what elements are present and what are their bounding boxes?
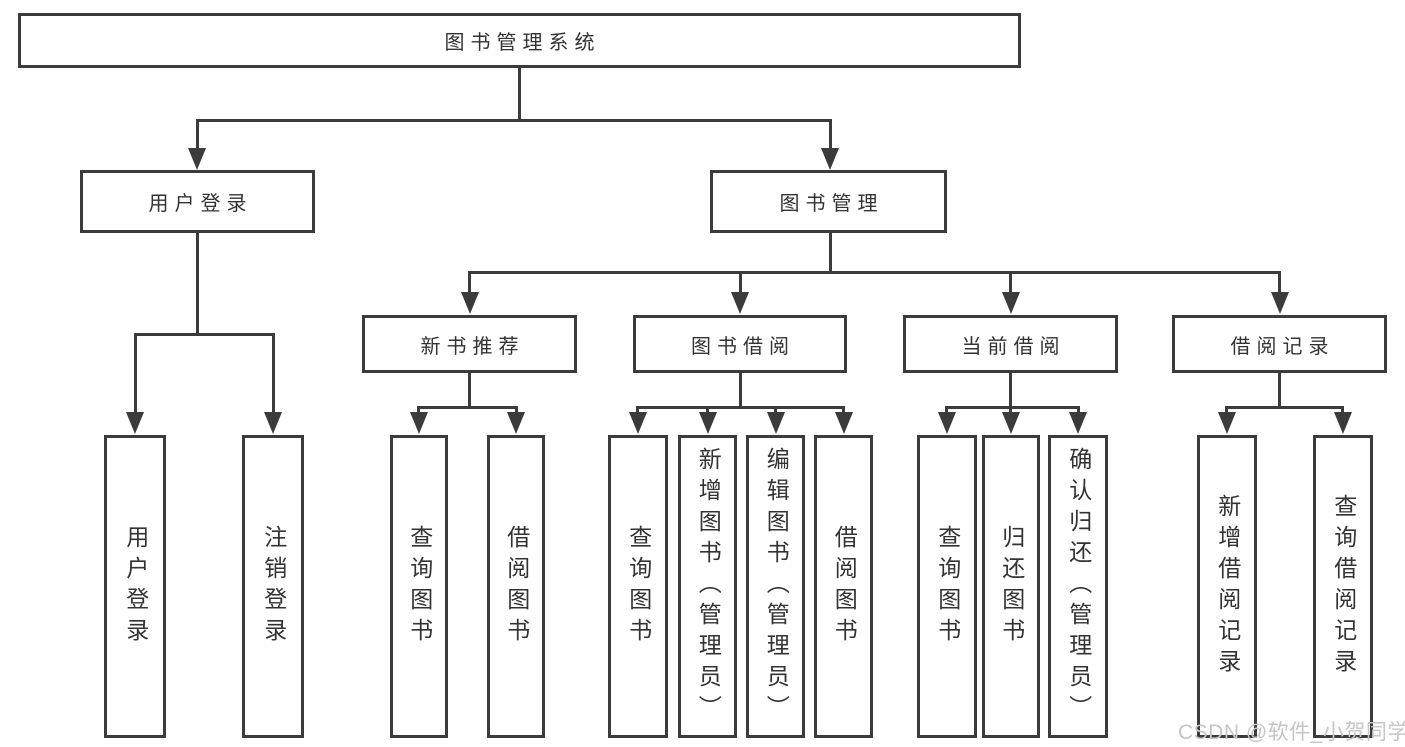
- connector-hline: [417, 406, 518, 409]
- connector-hline: [468, 271, 1281, 274]
- node-borrowing-records: 借阅记录: [1172, 315, 1387, 373]
- arrowhead-down-icon: [1334, 412, 1352, 434]
- leaf-query-borrow-record: 查询借阅记录: [1313, 435, 1373, 738]
- leaf-logout-login: 注销登录: [242, 435, 304, 738]
- arrowhead-down-icon: [1069, 412, 1087, 434]
- arrowhead-down-icon: [1218, 412, 1236, 434]
- arrowhead-down-icon: [264, 412, 282, 434]
- leaf-label: 注销登录: [260, 524, 287, 649]
- leaf-borrow-books: 借阅图书: [814, 435, 873, 738]
- connector-vline: [945, 406, 948, 414]
- node-user-login: 用户登录: [80, 170, 315, 233]
- node-label: 用户登录: [148, 193, 253, 215]
- connector-vline: [1225, 406, 1228, 414]
- connector-vline: [1009, 271, 1012, 294]
- arrowhead-down-icon: [821, 148, 839, 170]
- connector-vline: [829, 232, 832, 273]
- leaf-label: 查询借阅记录: [1330, 493, 1357, 680]
- leaf-user-login: 用户登录: [104, 435, 166, 738]
- node-label: 图书管理系统: [444, 32, 601, 54]
- leaf-return-books: 归还图书: [982, 435, 1040, 738]
- node-label: 借阅记录: [1230, 335, 1335, 358]
- connector-vline: [1341, 406, 1344, 414]
- leaf-label: 查询图书: [406, 524, 433, 649]
- connector-vline: [518, 67, 521, 120]
- arrowhead-down-icon: [699, 412, 717, 434]
- leaf-label: 编辑图书（管理员）: [763, 447, 790, 726]
- leaf-label: 用户登录: [122, 524, 149, 649]
- connector-vline: [842, 406, 845, 414]
- connector-vline: [468, 271, 471, 294]
- arrowhead-down-icon: [731, 292, 749, 314]
- connector-vline: [196, 232, 199, 335]
- leaf-label: 查询图书: [625, 524, 652, 649]
- node-library-management-system: 图书管理系统: [18, 13, 1021, 68]
- arrowhead-down-icon: [629, 412, 647, 434]
- connector-vline: [515, 406, 518, 414]
- leaf-label: 借阅图书: [503, 524, 530, 649]
- connector-hline: [636, 406, 845, 409]
- connector-vline: [636, 406, 639, 414]
- node-label: 图书借阅: [691, 335, 795, 358]
- leaf-add-borrow-record: 新增借阅记录: [1197, 435, 1257, 738]
- arrowhead-down-icon: [938, 412, 956, 434]
- connector-hline: [134, 333, 275, 336]
- connector-hline: [196, 119, 832, 122]
- node-book-borrowing: 图书借阅: [633, 315, 847, 373]
- leaf-borrow-books-recommend: 借阅图书: [487, 435, 545, 738]
- arrowhead-down-icon: [1271, 292, 1289, 314]
- leaf-label: 归还图书: [998, 524, 1025, 649]
- arrowhead-down-icon: [461, 292, 479, 314]
- leaf-query-books-recommend: 查询图书: [390, 435, 448, 738]
- leaf-label: 新增图书（管理员）: [695, 447, 722, 726]
- leaf-label: 查询图书: [934, 524, 961, 649]
- connector-vline: [829, 119, 832, 150]
- connector-vline: [1278, 372, 1281, 409]
- leaf-add-books-admin: 新增图书（管理员）: [678, 435, 737, 738]
- arrowhead-down-icon: [507, 412, 525, 434]
- leaf-label: 借阅图书: [831, 524, 858, 649]
- arrowhead-down-icon: [188, 148, 206, 170]
- connector-vline: [134, 333, 137, 413]
- leaf-edit-books-admin: 编辑图书（管理员）: [746, 435, 805, 738]
- arrowhead-down-icon: [1002, 412, 1020, 434]
- connector-vline: [774, 406, 777, 414]
- node-book-management: 图书管理: [710, 170, 947, 233]
- connector-vline: [196, 119, 199, 150]
- arrowhead-down-icon: [1002, 292, 1020, 314]
- connector-vline: [739, 271, 742, 294]
- arrowhead-down-icon: [835, 412, 853, 434]
- arrowhead-down-icon: [410, 412, 428, 434]
- csdn-watermark: CSDN @软件_小贺同学: [1178, 721, 1405, 744]
- connector-vline: [739, 372, 742, 409]
- leaf-confirm-return-admin: 确认归还（管理员）: [1048, 435, 1108, 738]
- connector-vline: [417, 406, 420, 414]
- arrowhead-down-icon: [126, 412, 144, 434]
- connector-vline: [1009, 372, 1012, 409]
- node-new-book-recommendation: 新书推荐: [362, 315, 577, 373]
- connector-vline: [468, 372, 471, 409]
- connector-vline: [1009, 406, 1012, 414]
- leaf-label: 确认归还（管理员）: [1065, 447, 1092, 726]
- node-current-borrowing: 当前借阅: [903, 315, 1118, 373]
- leaf-label: 新增借阅记录: [1214, 493, 1241, 680]
- connector-vline: [1278, 271, 1281, 294]
- node-label: 新书推荐: [420, 335, 525, 358]
- arrowhead-down-icon: [767, 412, 785, 434]
- leaf-query-books-borrow: 查询图书: [608, 435, 668, 738]
- connector-vline: [706, 406, 709, 414]
- connector-hline: [1225, 406, 1344, 409]
- leaf-query-books-current: 查询图书: [917, 435, 977, 738]
- connector-vline: [1077, 406, 1080, 414]
- node-label: 当前借阅: [961, 335, 1066, 358]
- connector-vline: [272, 333, 275, 413]
- connector-hline: [945, 406, 1080, 409]
- node-label: 图书管理: [779, 193, 884, 215]
